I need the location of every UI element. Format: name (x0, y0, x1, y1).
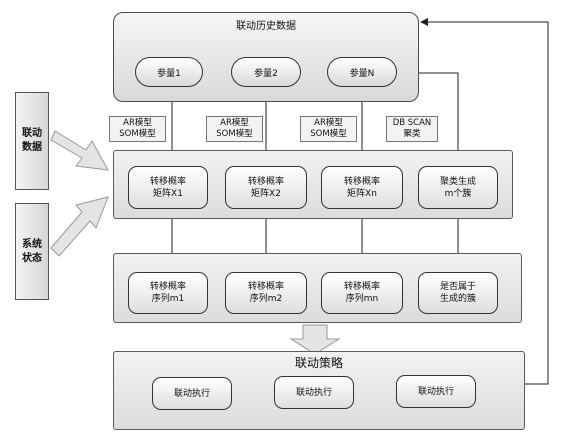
param-node-n: 参量N (327, 57, 397, 87)
sequence-node-m1: 转移概率 序列m1 (128, 272, 208, 314)
sequence-node-m2: 转移概率 序列m2 (225, 272, 307, 314)
param-node-2: 参量2 (231, 57, 301, 87)
input-linkage-data: 联动 数据 (15, 92, 49, 190)
model-tag-3: AR模型 SOM模型 (300, 116, 357, 142)
model-tag-dbscan: DB SCAN 聚类 (386, 116, 438, 142)
edge-feedback-loop (420, 18, 549, 385)
down-block-arrow (289, 324, 341, 355)
sequence-node-mn: 转移概率 序列mn (321, 272, 403, 314)
matrix-node-xn: 转移概率 矩阵Xn (321, 166, 403, 209)
model-tag-1: AR模型 SOM模型 (109, 116, 166, 142)
history-data-title: 联动历史数据 (236, 21, 296, 32)
input-system-status: 系统 状态 (15, 203, 49, 300)
action-node-3: 联动执行 (396, 375, 476, 408)
param-node-1: 参量1 (135, 57, 203, 87)
cluster-node: 聚类生成 m个簇 (418, 166, 498, 209)
action-node-2: 联动执行 (274, 376, 354, 409)
action-node-1: 联动执行 (152, 377, 232, 410)
matrix-node-x2: 转移概率 矩阵X2 (225, 166, 307, 209)
model-tag-2: AR模型 SOM模型 (206, 116, 263, 142)
input-arrow-linkage (50, 130, 109, 171)
matrix-node-x1: 转移概率 矩阵X1 (128, 166, 208, 209)
belong-cluster-node: 是否属于 生成的簇 (418, 272, 498, 314)
strategy-title: 联动策略 (294, 356, 343, 370)
input-arrow-status (50, 196, 109, 257)
